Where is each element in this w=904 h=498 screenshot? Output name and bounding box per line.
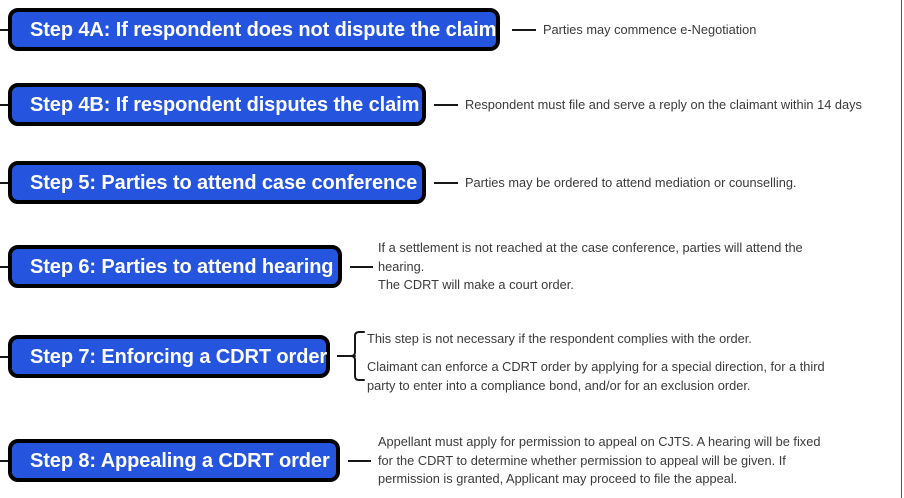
step-box-8[interactable]: Step 8: Appealing a CDRT order bbox=[8, 439, 340, 482]
connector-stub-left-5 bbox=[0, 182, 9, 184]
page-right-border bbox=[901, 0, 902, 498]
connector-line-6 bbox=[350, 266, 373, 268]
step-box-4b[interactable]: Step 4B: If respondent disputes the clai… bbox=[8, 83, 426, 126]
description-line: hearing. bbox=[378, 258, 425, 274]
description-line: Appellant must apply for permission to a… bbox=[378, 434, 821, 449]
connector-line-4a bbox=[512, 29, 536, 31]
step-box-5[interactable]: Step 5: Parties to attend case conferenc… bbox=[8, 161, 426, 204]
step-description-6-1: If a settlement is not reached at the ca… bbox=[378, 239, 888, 295]
step-label-6: Step 6: Parties to attend hearing bbox=[30, 255, 334, 278]
connector-stub-left-6 bbox=[0, 266, 9, 268]
description-line: If a settlement is not reached at the ca… bbox=[378, 240, 803, 255]
step-box-6[interactable]: Step 6: Parties to attend hearing bbox=[8, 245, 342, 288]
step-label-7: Step 7: Enforcing a CDRT order bbox=[30, 345, 328, 368]
description-line: permission is granted, Applicant may pro… bbox=[378, 471, 738, 486]
step-description-4b-1: Respondent must file and serve a reply o… bbox=[465, 96, 901, 115]
step-box-7[interactable]: Step 7: Enforcing a CDRT order bbox=[8, 335, 330, 378]
connector-line-4b bbox=[434, 104, 458, 106]
connector-stub-left-4b bbox=[0, 104, 9, 106]
step-box-4a[interactable]: Step 4A: If respondent does not dispute … bbox=[8, 8, 500, 51]
description-line: Respondent must file and serve a reply o… bbox=[465, 97, 862, 112]
description-line: Claimant can enforce a CDRT order by app… bbox=[367, 359, 825, 374]
step-label-4a: Step 4A: If respondent does not dispute … bbox=[30, 18, 497, 41]
description-line: Parties may be ordered to attend mediati… bbox=[465, 175, 797, 190]
step-label-8: Step 8: Appealing a CDRT order bbox=[30, 449, 330, 472]
description-line: Parties may commence e-Negotiation bbox=[543, 22, 757, 37]
connector-stub-left-8 bbox=[0, 460, 9, 462]
connector-line-5 bbox=[434, 182, 458, 184]
description-line: This step is not necessary if the respon… bbox=[367, 331, 752, 346]
step-description-7-2: Claimant can enforce a CDRT order by app… bbox=[367, 358, 887, 395]
connector-stub-left-4a bbox=[0, 29, 9, 31]
step-label-4b: Step 4B: If respondent disputes the clai… bbox=[30, 93, 420, 116]
connector-bracket-7 bbox=[337, 330, 365, 382]
description-line: for the CDRT to determine whether permis… bbox=[378, 452, 786, 468]
step-description-8-1: Appellant must apply for permission to a… bbox=[378, 433, 878, 489]
step-description-5-1: Parties may be ordered to attend mediati… bbox=[465, 174, 865, 193]
step-description-4a-1: Parties may commence e-Negotiation bbox=[543, 21, 883, 40]
description-line: The CDRT will make a court order. bbox=[378, 277, 574, 292]
step-label-5: Step 5: Parties to attend case conferenc… bbox=[30, 171, 418, 194]
connector-stub-left-7 bbox=[0, 356, 9, 358]
step-description-7-1: This step is not necessary if the respon… bbox=[367, 330, 887, 349]
connector-line-8 bbox=[348, 460, 371, 462]
description-line: party to enter into a compliance bond, a… bbox=[367, 377, 751, 393]
